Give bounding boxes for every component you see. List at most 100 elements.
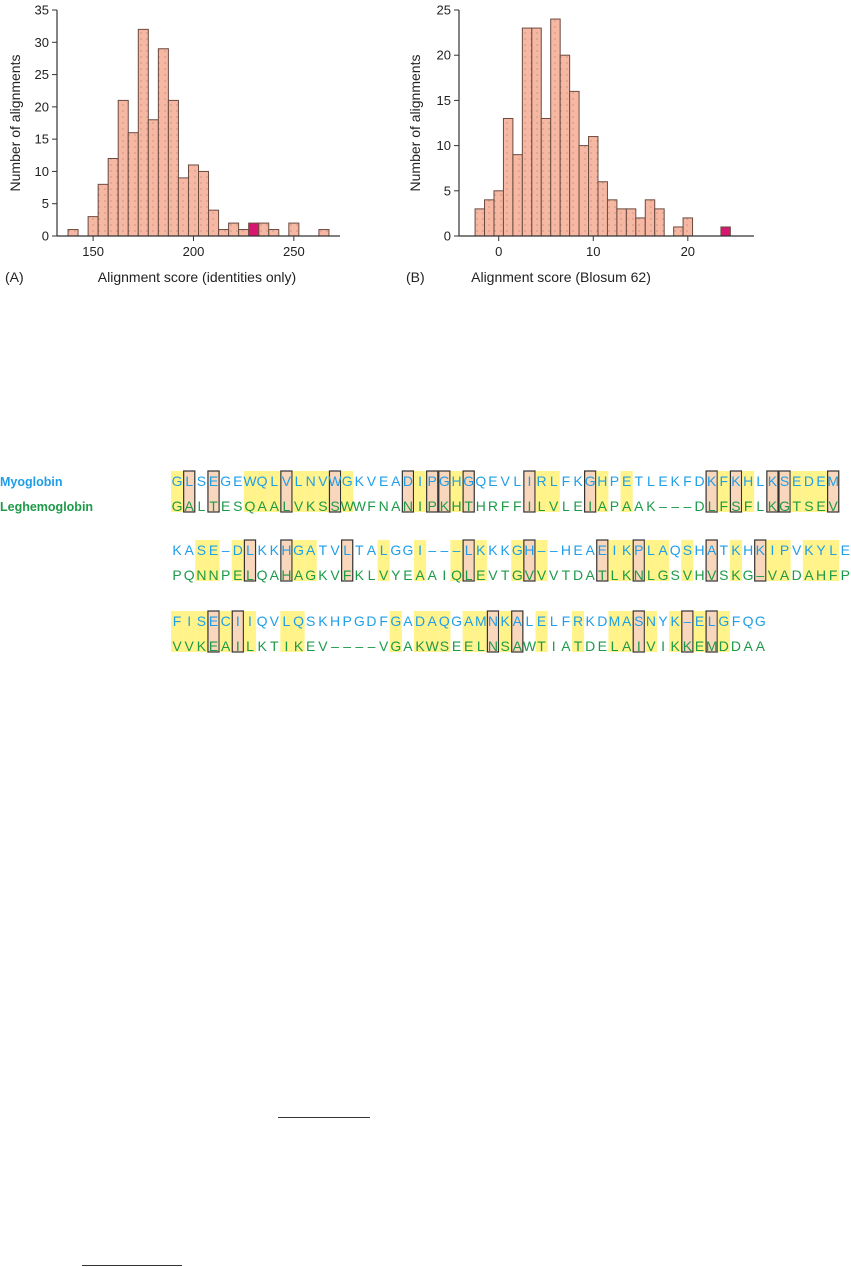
myoglobin-residue: K bbox=[671, 473, 681, 489]
leghemoglobin-residue: G bbox=[743, 567, 754, 583]
myoglobin-residue: L bbox=[550, 473, 558, 489]
myoglobin-residue: K bbox=[257, 542, 267, 558]
myoglobin-residue: L bbox=[647, 473, 655, 489]
myoglobin-residue: Y bbox=[816, 542, 826, 558]
similar-highlight bbox=[717, 611, 730, 652]
myoglobin-residue: K bbox=[500, 613, 510, 629]
myoglobin-residue: Q bbox=[257, 473, 268, 489]
myoglobin-residue: V bbox=[792, 542, 802, 558]
real-alignment-bar bbox=[720, 226, 731, 237]
y-tick-label: 10 bbox=[437, 138, 451, 153]
myoglobin-residue: S bbox=[197, 473, 206, 489]
histogram-bar bbox=[673, 226, 684, 237]
histogram-bar bbox=[218, 229, 230, 237]
myoglobin-residue: K bbox=[586, 613, 596, 629]
leghemoglobin-residue: E bbox=[464, 638, 473, 654]
similar-highlight bbox=[693, 611, 706, 652]
similar-highlight bbox=[814, 471, 828, 512]
leghemoglobin-residue: A bbox=[634, 498, 644, 514]
myoglobin-residue: G bbox=[718, 613, 729, 629]
leghemoglobin-residue: M bbox=[706, 638, 718, 654]
leghemoglobin-residue: L bbox=[647, 567, 655, 583]
similar-highlight bbox=[535, 611, 548, 652]
myoglobin-residue: V bbox=[330, 542, 340, 558]
myoglobin-residue: F bbox=[683, 473, 692, 489]
leghemoglobin-residue: P bbox=[428, 498, 437, 514]
myoglobin-residue: Q bbox=[439, 613, 450, 629]
myoglobin-residue: D bbox=[403, 473, 413, 489]
leghemoglobin-residue: F bbox=[744, 498, 753, 514]
similar-highlight bbox=[207, 540, 220, 581]
identity-box bbox=[328, 470, 342, 513]
myoglobin-residue: D bbox=[804, 473, 814, 489]
histogram-bar bbox=[167, 99, 179, 237]
leghemoglobin-residue: K bbox=[257, 638, 267, 654]
similar-highlight bbox=[268, 471, 281, 512]
similar-highlight bbox=[292, 471, 305, 512]
leghemoglobin-residue: S bbox=[719, 567, 728, 583]
similar-highlight bbox=[292, 540, 305, 581]
myoglobin-residue: K bbox=[573, 473, 583, 489]
leghemoglobin-residue: I bbox=[552, 638, 556, 654]
leghemoglobin-residue: D bbox=[694, 498, 704, 514]
y-tick-label: 0 bbox=[444, 229, 451, 244]
myoglobin-residue: M bbox=[827, 473, 839, 489]
leghemoglobin-residue: F bbox=[367, 498, 376, 514]
myoglobin-residue: H bbox=[281, 542, 291, 558]
similar-highlight bbox=[195, 540, 208, 581]
myoglobin-residue: H bbox=[330, 613, 340, 629]
histogram-bar bbox=[578, 145, 590, 237]
identity-box bbox=[207, 470, 220, 513]
myoglobin-residue: S bbox=[683, 542, 692, 558]
leghemoglobin-residue: E bbox=[476, 567, 485, 583]
myoglobin-residue: T bbox=[720, 542, 729, 558]
leghemoglobin-residue: Q bbox=[257, 567, 268, 583]
leghemoglobin-residue: A bbox=[586, 567, 596, 583]
myoglobin-residue: N bbox=[306, 473, 316, 489]
y-axis-label: Number of alignments bbox=[7, 55, 23, 192]
leghemoglobin-residue: V bbox=[646, 638, 656, 654]
myoglobin-residue: G bbox=[585, 473, 596, 489]
similar-highlight bbox=[729, 540, 743, 581]
leghemoglobin-residue: K bbox=[440, 498, 450, 514]
similar-highlight bbox=[414, 611, 427, 652]
identity-box bbox=[705, 470, 718, 513]
real-alignment-bar bbox=[248, 222, 260, 237]
leghemoglobin-residue: L bbox=[756, 498, 764, 514]
leghemoglobin-residue: T bbox=[209, 498, 218, 514]
myoglobin-residue: P bbox=[343, 613, 352, 629]
myoglobin-residue: Q bbox=[475, 473, 486, 489]
myoglobin-residue: E bbox=[695, 613, 704, 629]
myoglobin-residue: M bbox=[475, 613, 487, 629]
leghemoglobin-residue: S bbox=[671, 567, 680, 583]
leghemoglobin-residue: N bbox=[634, 567, 644, 583]
leghemoglobin-residue: K bbox=[731, 567, 741, 583]
leghemoglobin-residue: N bbox=[379, 498, 389, 514]
myoglobin-residue: K bbox=[355, 473, 365, 489]
histogram-bar bbox=[107, 158, 119, 237]
leghemoglobin-residue: S bbox=[330, 498, 339, 514]
similar-highlight bbox=[499, 611, 512, 652]
leghemoglobin-residue: E bbox=[403, 567, 412, 583]
myoglobin-residue: A bbox=[185, 542, 195, 558]
histogram-bar bbox=[137, 28, 149, 237]
myoglobin-residue: G bbox=[463, 473, 474, 489]
leghemoglobin-residue: V bbox=[172, 638, 182, 654]
leghemoglobin-residue: P bbox=[221, 567, 230, 583]
leghemoglobin-residue: P bbox=[610, 498, 619, 514]
myoglobin-residue: E bbox=[537, 613, 546, 629]
leghemoglobin-residue: V bbox=[549, 567, 559, 583]
leghemoglobin-residue: K bbox=[671, 638, 681, 654]
leghemoglobin-residue: E bbox=[573, 498, 582, 514]
myoglobin-residue: – bbox=[683, 613, 691, 629]
myoglobin-residue: E bbox=[488, 473, 497, 489]
histogram-bar bbox=[97, 183, 109, 237]
myoglobin-residue: D bbox=[694, 473, 704, 489]
myoglobin-residue: L bbox=[343, 542, 351, 558]
leghemoglobin-residue: H bbox=[476, 498, 486, 514]
similar-highlight bbox=[802, 471, 815, 512]
leghemoglobin-residue: F bbox=[513, 498, 522, 514]
myoglobin-residue: E bbox=[573, 542, 582, 558]
